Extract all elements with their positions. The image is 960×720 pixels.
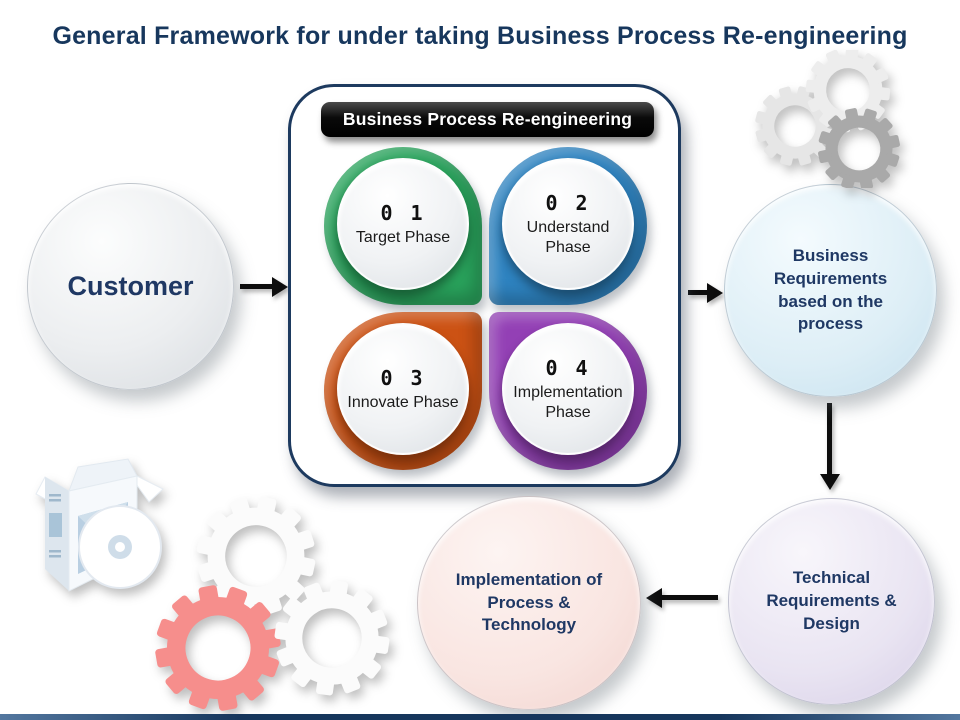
phase-number: 0 2: [545, 190, 591, 215]
node-technical-requirements: Technical Requirements & Design: [728, 498, 935, 705]
bpr-panel: Business Process Re-engineering 0 1 Targ…: [288, 84, 681, 487]
phase-circle-innovate: 0 3 Innovate Phase: [337, 323, 469, 455]
phase-quadrant-implementation: 0 4 Implementation Phase: [489, 312, 647, 470]
customer-node: Customer: [27, 183, 234, 390]
phase-name: Innovate Phase: [347, 393, 459, 411]
gears-icon: [150, 478, 405, 720]
arrow-customer-to-bpr-icon: [240, 284, 273, 289]
phase-quadrant-target: 0 1 Target Phase: [324, 147, 482, 305]
phase-circle-target: 0 1 Target Phase: [337, 158, 469, 290]
software-box-icon: [35, 458, 164, 592]
phase-quadrant-understand: 0 2 Understand Phase: [489, 147, 647, 305]
phase-quadrant-innovate: 0 3 Innovate Phase: [324, 312, 482, 470]
gears-icon: [738, 50, 943, 188]
node-label: Implementation of Process & Technology: [455, 569, 603, 635]
bpr-badge: Business Process Re-engineering: [321, 102, 654, 137]
phase-name: Target Phase: [355, 228, 451, 246]
phase-circle-implementation: 0 4 Implementation Phase: [502, 323, 634, 455]
phase-quadrants: 0 1 Target Phase 0 2 Understand Phase 0 …: [324, 147, 647, 470]
node-implementation: Implementation of Process & Technology: [417, 496, 641, 710]
phase-number: 0 3: [380, 365, 426, 390]
page-title: General Framework for under taking Busin…: [52, 22, 908, 50]
phase-name: Implementation Phase: [513, 383, 623, 421]
footer-bar: [0, 714, 960, 720]
node-business-requirements: Business Requirements based on the proce…: [724, 184, 937, 397]
phase-number: 0 1: [380, 200, 426, 225]
phase-name: Understand Phase: [526, 218, 610, 256]
node-label: Business Requirements based on the proce…: [773, 245, 888, 334]
phase-circle-understand: 0 2 Understand Phase: [502, 158, 634, 290]
arrow-technical-to-implementation-icon: [661, 595, 718, 600]
node-label: Technical Requirements & Design: [766, 568, 897, 633]
arrow-business-to-technical-icon: [827, 403, 832, 475]
phase-number: 0 4: [545, 355, 591, 380]
customer-label: Customer: [67, 271, 194, 302]
arrow-bpr-to-business-icon: [688, 290, 708, 295]
